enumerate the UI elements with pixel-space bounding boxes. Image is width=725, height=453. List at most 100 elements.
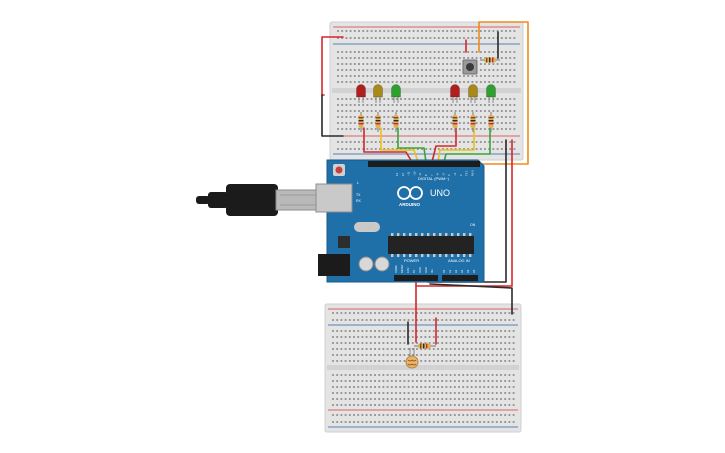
breadboard-hole: [429, 104, 432, 106]
breadboard-hole: [458, 342, 460, 344]
breadboard-hole: [404, 116, 407, 118]
breadboard-hole: [450, 75, 453, 77]
breadboard-hole: [475, 122, 478, 124]
breadboard-hole: [441, 380, 444, 382]
breadboard-hole: [390, 421, 393, 423]
breadboard-hole: [449, 392, 452, 394]
power-label: POWER: [404, 258, 419, 263]
breadboard-hole: [453, 386, 456, 388]
breadboard-hole: [404, 110, 407, 112]
breadboard-hole: [361, 404, 364, 406]
breadboard-hole: [458, 75, 461, 77]
breadboard-hole: [504, 319, 507, 321]
breadboard-hole: [403, 354, 406, 356]
breadboard-hole: [488, 37, 491, 39]
breadboard-hole: [458, 104, 461, 106]
breadboard-hole: [479, 342, 481, 344]
breadboard-hole: [470, 354, 473, 356]
breadboard-hole: [491, 336, 494, 338]
breadboard-hole: [400, 75, 402, 77]
breadboard-hole: [421, 63, 423, 65]
breadboard-hole: [491, 342, 494, 344]
breadboard-hole: [442, 69, 444, 71]
breadboard-hole: [495, 336, 498, 338]
breadboard-hole: [458, 57, 461, 59]
breadboard-hole: [416, 30, 419, 32]
breadboard-hole: [395, 319, 397, 321]
rx-label: RX: [356, 199, 362, 203]
breadboard-hole: [466, 319, 469, 321]
breadboard-hole: [407, 312, 410, 314]
top-rail-holes: [337, 30, 516, 39]
breadboard-hole: [408, 98, 411, 100]
breadboard-hole: [458, 122, 461, 124]
breadboard-hole: [500, 30, 503, 32]
breadboard-hole: [428, 380, 431, 382]
breadboard-hole: [484, 69, 486, 71]
breadboard-hole: [513, 30, 516, 32]
breadboard-hole: [504, 374, 507, 376]
pin-label: A5: [472, 269, 476, 273]
breadboard-hole: [395, 342, 397, 344]
breadboard-hole: [441, 386, 444, 388]
breadboard-hole: [353, 342, 355, 344]
breadboard-hole: [403, 392, 406, 394]
breadboard-hole: [403, 312, 406, 314]
breadboard-hole: [341, 57, 344, 59]
breadboard-hole: [340, 398, 343, 400]
breadboard-hole: [432, 398, 435, 400]
breadboard-hole: [370, 37, 373, 39]
breadboard-hole: [382, 380, 385, 382]
breadboard-hole: [500, 110, 503, 112]
breadboard-hole: [391, 30, 394, 32]
breadboard-hole: [391, 104, 394, 106]
breadboard-hole: [505, 37, 507, 39]
pin-label: A4: [466, 269, 470, 273]
breadboard-hole: [387, 30, 390, 32]
breadboard-hole: [471, 148, 474, 150]
breadboard-hole: [450, 110, 453, 112]
breadboard-hole: [513, 51, 516, 53]
breadboard-hole: [463, 110, 465, 112]
breadboard-hole: [383, 81, 386, 83]
breadboard-hole: [369, 374, 372, 376]
breadboard-hole: [353, 116, 356, 118]
breadboard-hole: [425, 30, 428, 32]
breadboard-hole: [395, 81, 398, 83]
breadboard-hole: [437, 348, 439, 350]
breadboard-hole: [420, 404, 423, 406]
breadboard-hole: [433, 122, 436, 124]
breadboard-hole: [500, 354, 502, 356]
breadboard-hole: [462, 374, 465, 376]
breadboard-hole: [487, 421, 490, 423]
breadboard-hole: [390, 404, 393, 406]
breadboard-hole: [361, 414, 364, 416]
photoresistor: [405, 348, 419, 369]
breadboard-hole: [432, 414, 435, 416]
breadboard-hole: [491, 330, 494, 332]
breadboard-hole: [353, 75, 356, 77]
breadboard-hole: [445, 312, 448, 314]
breadboard-hole: [470, 421, 473, 423]
breadboard-hole: [341, 110, 344, 112]
breadboard-hole: [353, 81, 356, 83]
breadboard-hole: [483, 312, 486, 314]
breadboard-hole: [454, 57, 457, 59]
breadboard-hole: [365, 360, 368, 362]
breadboard-hole: [491, 392, 494, 394]
breadboard-hole: [496, 98, 499, 100]
breadboard-hole: [353, 63, 356, 65]
breadboard-hole: [463, 98, 465, 100]
breadboard-hole: [399, 398, 402, 400]
breadboard-hole: [433, 110, 436, 112]
breadboard-hole: [340, 312, 343, 314]
breadboard-hole: [442, 30, 444, 32]
breadboard-hole: [479, 380, 481, 382]
breadboard-hole: [386, 421, 389, 423]
breadboard-hole: [462, 360, 465, 362]
breadboard-hole: [390, 414, 393, 416]
breadboard-hole: [399, 319, 402, 321]
breadboard-hole: [362, 51, 365, 53]
breadboard-hole: [340, 336, 343, 338]
breadboard-hole: [349, 104, 352, 106]
